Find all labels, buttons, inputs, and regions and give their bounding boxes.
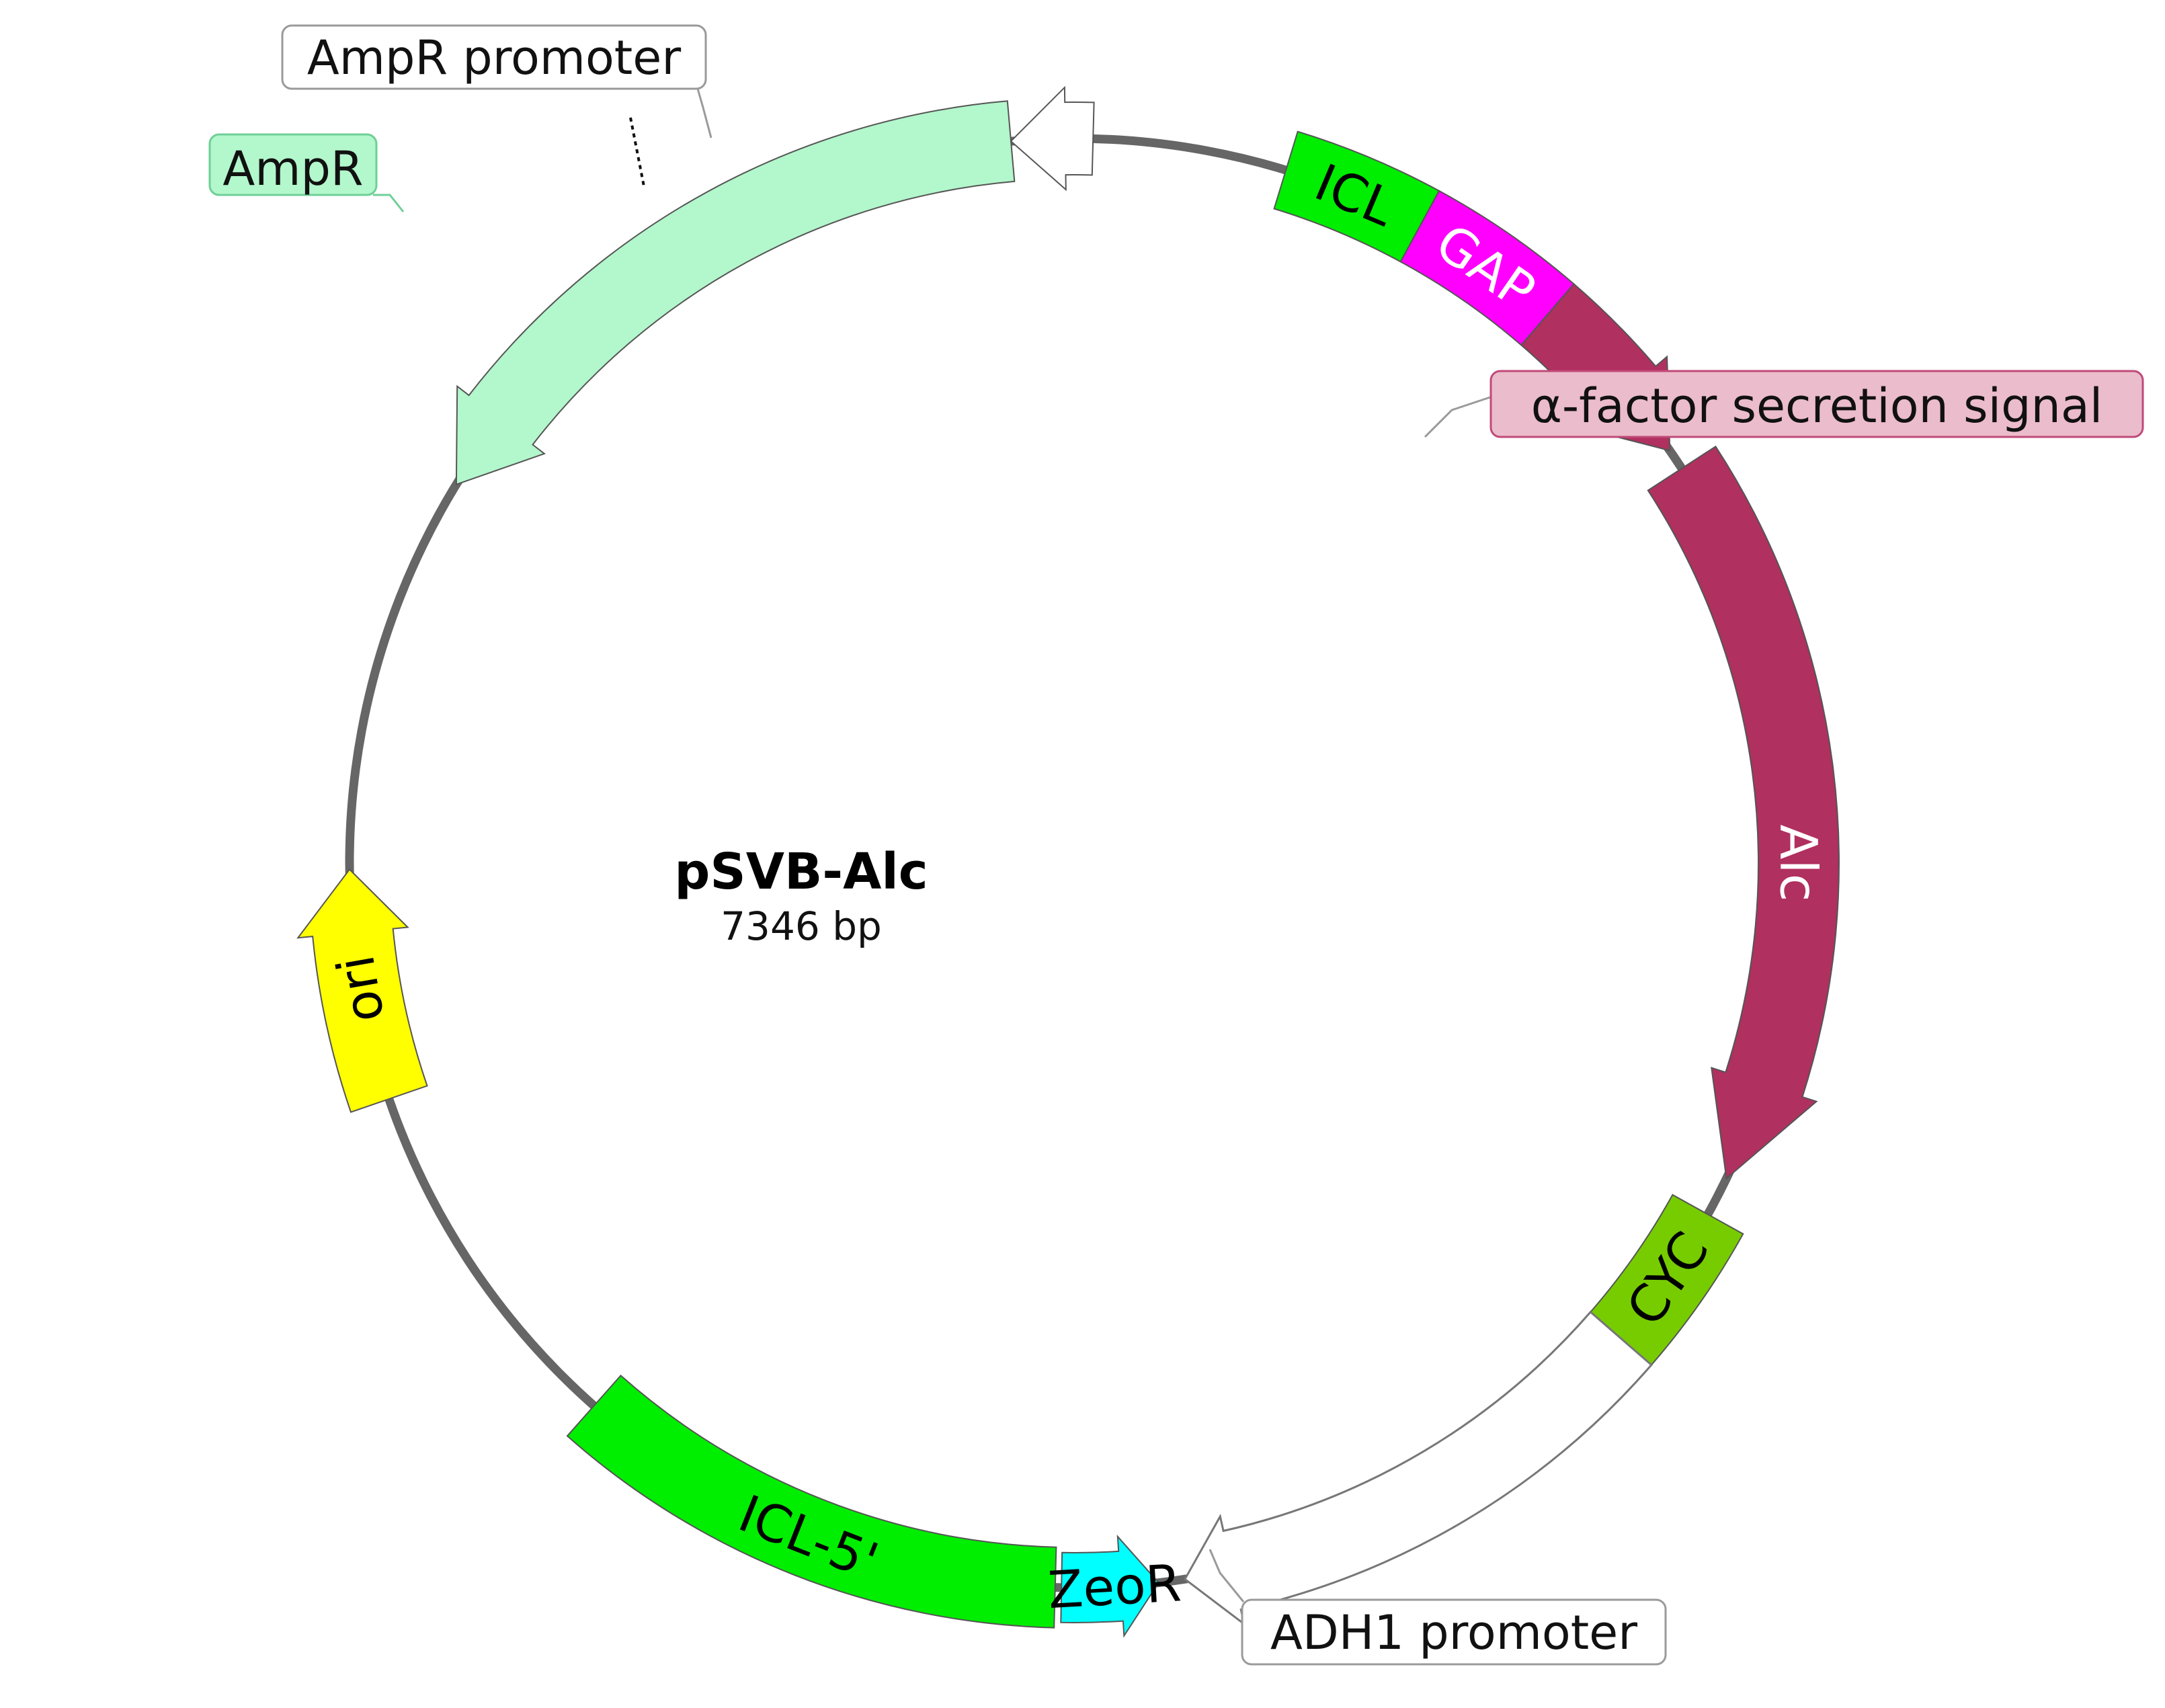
feature-zeor[interactable]: [1060, 1535, 1160, 1638]
feature-ori[interactable]: [296, 868, 428, 1113]
callout-box: [281, 24, 707, 90]
label-alc: Alc: [1769, 825, 1829, 902]
feature-track: [296, 85, 1840, 1638]
callout-box: [1241, 1598, 1667, 1666]
feature-adh1-promoter[interactable]: [1183, 1310, 1653, 1627]
feature-ampr[interactable]: [455, 100, 1016, 486]
callout-text-adh1-promoter: ADH1 promoter: [1270, 1605, 1637, 1660]
ampr-promoter-divider: [629, 117, 645, 187]
label-zeor: ZeoR: [1047, 1553, 1183, 1620]
plasmid-name: pSVB-Alc: [674, 843, 928, 901]
feature-ampr-promoter[interactable]: [1010, 85, 1095, 192]
plasmid-size: 7346 bp: [721, 903, 882, 949]
feature-icl-5[interactable]: [566, 1374, 1057, 1629]
callout-ampr[interactable]: AmpR: [208, 133, 405, 212]
callout-box: [1489, 370, 2144, 438]
callout-text-ampr: AmpR: [222, 141, 363, 196]
callout-text-ampr-promoter: AmpR promoter: [307, 30, 681, 85]
callout-adh1-promoter[interactable]: ADH1 promoter: [1209, 1549, 1667, 1666]
callout-alpha-factor[interactable]: α-factor secretion signal: [1424, 370, 2144, 438]
callout-box: [208, 133, 378, 196]
feature-alc[interactable]: [1647, 445, 1840, 1180]
callout-ampr-promoter[interactable]: AmpR promoter: [281, 24, 712, 138]
callout-text-alpha-factor: α-factor secretion signal: [1531, 378, 2102, 434]
label-ori: ori: [325, 951, 396, 1027]
